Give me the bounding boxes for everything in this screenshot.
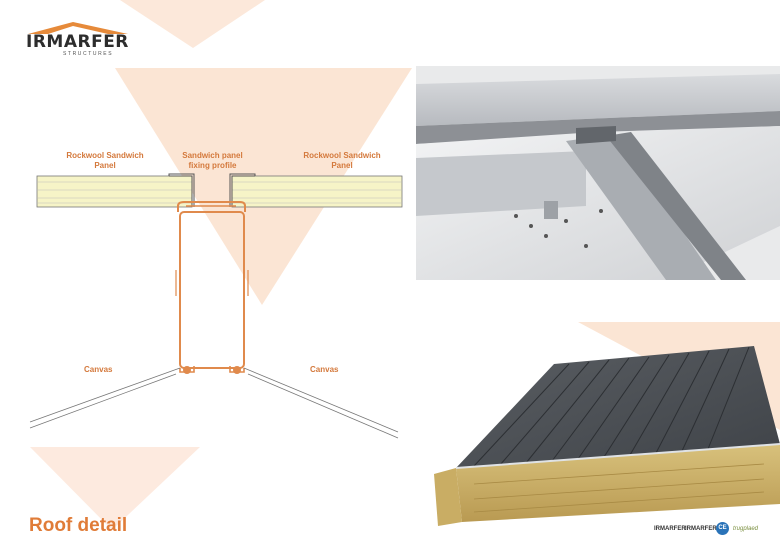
brand-roof-icon (28, 22, 128, 34)
footer-ce-badge: CE (716, 522, 729, 535)
label-canvas-right: Canvas (310, 365, 339, 374)
label-right-panel-line1: Rockwool Sandwich (303, 151, 381, 160)
roof-detail-drawing (29, 173, 403, 439)
profile-joint-render (416, 66, 780, 280)
brand-name: IRMARFER (26, 32, 129, 52)
page-title: Roof detail (29, 515, 128, 536)
fixing-profile (175, 201, 249, 374)
label-right-panel: Rockwool Sandwich Panel (284, 151, 400, 171)
label-fixing-profile-line2: fixing profile (188, 161, 237, 170)
label-canvas-left: Canvas (84, 365, 113, 374)
label-fixing-profile: Sandwich panel fixing profile (160, 151, 265, 171)
left-sandwich-panel (36, 175, 193, 208)
bg-triangle-bottom-left (30, 447, 200, 530)
label-left-panel-line2: Panel (94, 161, 116, 170)
brand-tagline: STRUCTURES (63, 51, 114, 57)
label-left-panel-line1: Rockwool Sandwich (66, 151, 144, 160)
canvas-lines (29, 367, 399, 439)
footer-logo-1: IRMARFER (654, 526, 686, 532)
right-sandwich-panel (231, 175, 403, 208)
sandwich-panel-render (434, 346, 780, 526)
label-left-panel: Rockwool Sandwich Panel (46, 151, 164, 171)
footer-logo-2: IRMARFER (685, 526, 717, 532)
label-right-panel-line2: Panel (331, 161, 353, 170)
bg-triangle-top (120, 0, 265, 48)
footer-logo-4: trugplaed (733, 526, 759, 532)
label-fixing-profile-line1: Sandwich panel (182, 151, 243, 160)
